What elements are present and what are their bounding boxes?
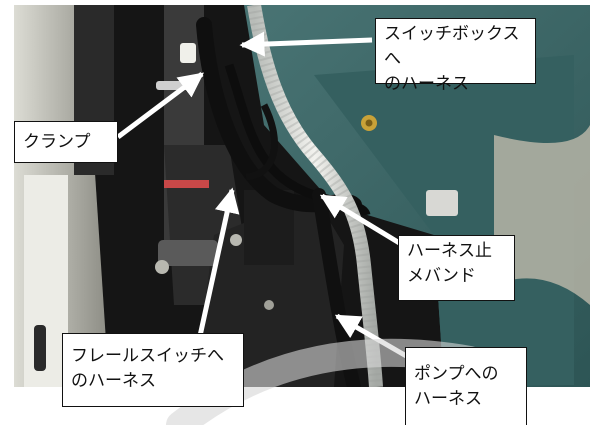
label-harness-band: ハーネス止 メバンド: [398, 235, 515, 301]
label-flail-switch-harness: フレールスイッチへ のハーネス: [62, 333, 244, 407]
label-pump-harness: ポンプへの ハーネス: [405, 347, 527, 425]
label-clamp: クランプ: [14, 121, 118, 163]
label-switchbox-harness: スイッチボックスへ のハーネス: [375, 18, 536, 94]
